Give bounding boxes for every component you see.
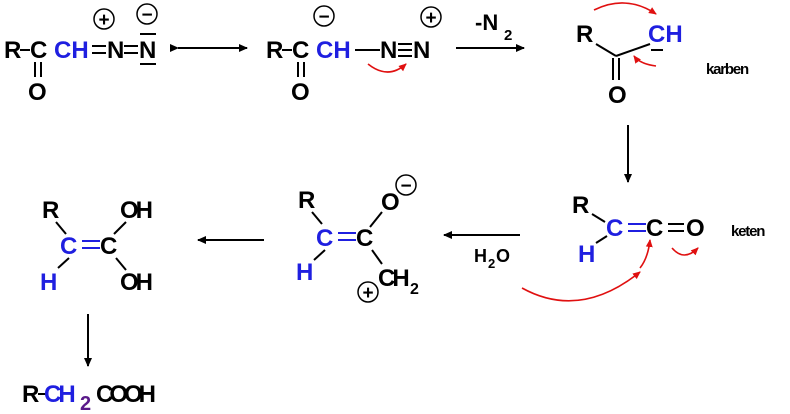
enolate-intermediate-structure: R C C O H CH 2 − + [296, 174, 419, 304]
atom-n: N [107, 37, 124, 64]
bond-single [591, 213, 606, 223]
negative-charge-icon [313, 5, 335, 27]
atom-n: N [380, 37, 397, 64]
atom-r: R [4, 37, 21, 64]
atom-c: C [316, 225, 333, 252]
product-ch2: CH [44, 381, 74, 408]
ketene-structure: R C C O H keten [572, 192, 766, 269]
label-karben: karben [706, 61, 749, 78]
atom-sub2: 2 [410, 281, 419, 298]
atom-oh: OH [120, 269, 152, 296]
atom-c: C [606, 215, 623, 242]
label-n2-subscript: 2 [504, 27, 512, 44]
bond-single [371, 249, 383, 265]
atom-r: R [572, 192, 589, 219]
atom-c: C [60, 233, 77, 260]
enediol-structure: R C C OH H OH [40, 197, 155, 296]
atom-c: C [646, 215, 663, 242]
atom-o: O [381, 189, 400, 216]
charge-minus: − [141, 5, 152, 26]
water-attack-arrow [521, 271, 641, 302]
product-sub2: 2 [80, 393, 91, 414]
product-r: R [22, 381, 39, 408]
atom-c: C [356, 225, 373, 252]
atom-o: O [291, 79, 310, 106]
atom-o: O [28, 79, 47, 106]
electron-push-arrow [593, 2, 657, 15]
electron-push-arrow [633, 55, 657, 67]
label-keten: keten [731, 223, 765, 240]
charge-plus: + [362, 283, 373, 304]
diazoketone-structure-1: R C CH N N O + − [4, 3, 158, 106]
atom-r: R [298, 187, 315, 214]
bond-single [113, 221, 127, 235]
atom-oh: OH [120, 197, 152, 224]
bond-single [369, 211, 383, 228]
charge-minus: − [318, 7, 329, 28]
atom-ch2: CH [378, 265, 408, 292]
charge-minus: − [400, 176, 411, 197]
atom-c: C [100, 233, 117, 260]
atom-ch: CH [54, 37, 89, 64]
charge-plus: + [425, 8, 436, 29]
bond-single [57, 257, 70, 269]
label-h2o-o: O [496, 246, 510, 266]
bond-single [311, 211, 323, 225]
negative-charge-icon [136, 3, 158, 25]
bond-single [595, 43, 617, 57]
electron-push-arrow [367, 63, 407, 73]
atom-o: O [686, 215, 705, 242]
electron-push-arrow [639, 239, 653, 269]
carbene-structure: R CH O karben [576, 2, 750, 109]
diazoketone-structure-2: R C CH N N O − + [266, 5, 442, 106]
atom-ch: CH [316, 37, 351, 64]
atom-r: R [42, 197, 59, 224]
bond-single [55, 221, 67, 235]
product-cooh: COOH [96, 381, 155, 408]
bond-single [595, 235, 608, 244]
negative-charge-icon [395, 174, 417, 196]
bond-single [615, 43, 651, 57]
atom-ch: CH [648, 21, 683, 48]
atom-h: H [40, 269, 57, 296]
electron-push-arrow [671, 247, 699, 256]
atom-c: C [30, 37, 47, 64]
label-minus-n2: -N [475, 10, 498, 35]
atom-h: H [296, 259, 313, 286]
atom-c: C [292, 37, 309, 64]
atom-r: R [576, 21, 593, 48]
positive-charge-icon [93, 8, 115, 30]
positive-charge-icon [357, 281, 379, 303]
label-h2o-h: H [474, 246, 486, 266]
carboxylic-acid-product: R CH 2 COOH [22, 381, 159, 414]
charge-plus: + [98, 10, 109, 31]
atom-r: R [266, 37, 283, 64]
bond-single [115, 257, 127, 271]
atom-o: O [608, 82, 627, 109]
positive-charge-icon [420, 6, 442, 28]
atom-n: N [413, 37, 430, 64]
atom-n: N [139, 37, 156, 64]
atom-h: H [578, 241, 595, 268]
bond-single [313, 249, 326, 261]
label-h2o-sub: 2 [488, 256, 495, 271]
